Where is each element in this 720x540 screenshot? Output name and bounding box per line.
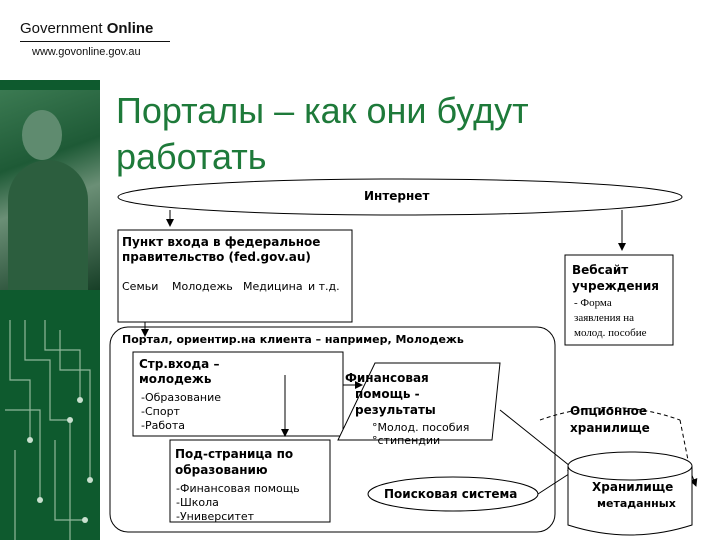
education-title-line1: Под-страница по [175,447,294,461]
education-item-financial-aid: -Финансовая помощь [176,482,300,495]
slide-title: Порталы – как они будут работать [116,90,529,177]
education-item-university: -Университет [176,510,255,523]
government-online-logo: Government Online www.govonline.gov.au [20,20,170,58]
optional-store-line1: Опционное [570,404,648,418]
portal-label: Портал, ориентир.на клиента – например, … [122,333,464,346]
left-decorative-band [0,80,100,540]
logo-word-government: overnment [31,20,103,37]
finance-title-line2: помощь - [355,387,420,401]
youth-item-sport: -Спорт [141,405,180,418]
youth-item-work: -Работа [141,419,186,432]
search-label: Поисковая система [384,487,518,501]
optional-store-line2: хранилище [570,421,650,435]
federal-category-health: Медицина [243,280,303,293]
metadata-store-line1: Хранилище [592,480,674,494]
finance-title-line3: результаты [355,403,436,417]
portal-container [109,326,556,533]
federal-category-families: Семьи [122,280,159,293]
federal-category-youth: Молодежь [172,280,233,293]
internet-label: Интернет [364,189,430,203]
federal-entry-box [117,229,353,323]
logo-word-online: Online [106,20,154,37]
logo-url: www.govonline.gov.au [32,46,141,58]
youth-entry-box [132,351,344,437]
finance-item-scholarships: °стипендии [372,434,441,447]
agency-note-line2: заявления на [574,312,635,324]
metadata-cylinder [567,466,693,536]
youth-item-education: -Образование [141,391,222,404]
internet-ellipse [117,178,683,216]
metadata-store-line2: метаданных [597,497,676,510]
education-item-school: -Школа [176,496,219,509]
education-title-line2: образованию [175,463,268,477]
agency-title-line1: Вебсайт [572,263,629,277]
finance-item-youth-allowance: °Молод. пособия [372,421,470,434]
agency-title-line2: учреждения [572,279,659,293]
agency-note-line1: - Форма [574,297,612,309]
line-finance-to-repository [499,409,576,471]
federal-title-line2: правительство (fed.gov.au) [122,250,311,264]
federal-category-etc: и т.д. [308,280,340,293]
logo-lead-letter: G [20,20,32,37]
logo-wordmark: Government Online [20,20,170,37]
operator-silhouette-head [22,110,62,160]
agency-site-box [564,254,674,346]
logo-divider [20,41,170,42]
youth-title-line1: Стр.входа – [139,357,220,371]
circuit-pattern [5,320,93,540]
education-sub-box [169,439,331,523]
finance-parallelogram [337,362,501,441]
youth-title-line2: молодежь [139,372,212,386]
federal-title-line1: Пункт входа в федеральное [122,235,321,249]
agency-note-line3: молод. пособие [574,327,647,339]
metadata-cylinder-top [567,451,693,481]
finance-title-line1: Финансовая [345,371,429,385]
operator-silhouette-body [8,160,88,290]
optional-repository-cylinder [539,407,681,421]
